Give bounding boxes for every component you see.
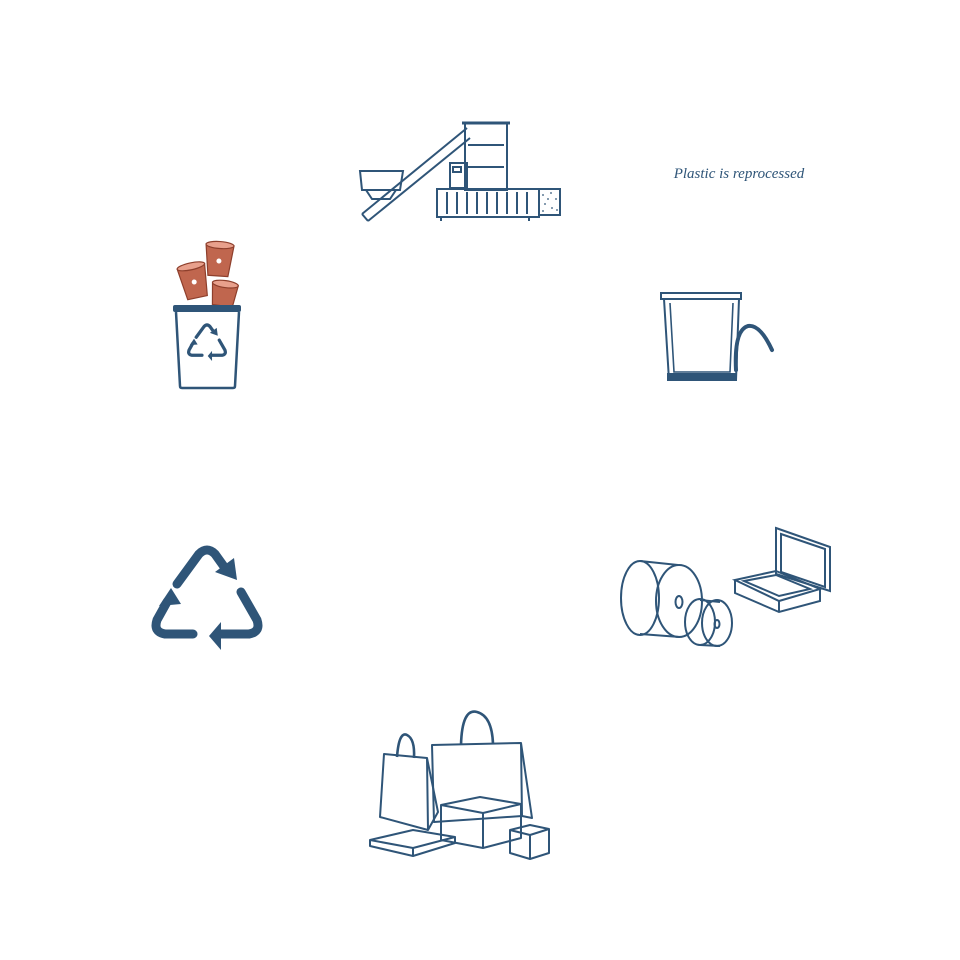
- shopping-bags-icon: [369, 710, 550, 860]
- mould-tub-icon: [660, 292, 774, 381]
- recycle-symbol-icon: [187, 323, 227, 363]
- cup-icon: [205, 240, 235, 278]
- cup-icon: [211, 279, 240, 308]
- recycle-symbol-icon: [148, 544, 266, 656]
- conveyor-machine-icon: [358, 121, 561, 222]
- caption-plastic-reprocessed: Plastic is reprocessed: [673, 166, 805, 182]
- recycle-bin-with-cups-icon: [173, 240, 241, 390]
- rolls-and-box-icon: [620, 526, 831, 647]
- cup-icon: [176, 261, 208, 301]
